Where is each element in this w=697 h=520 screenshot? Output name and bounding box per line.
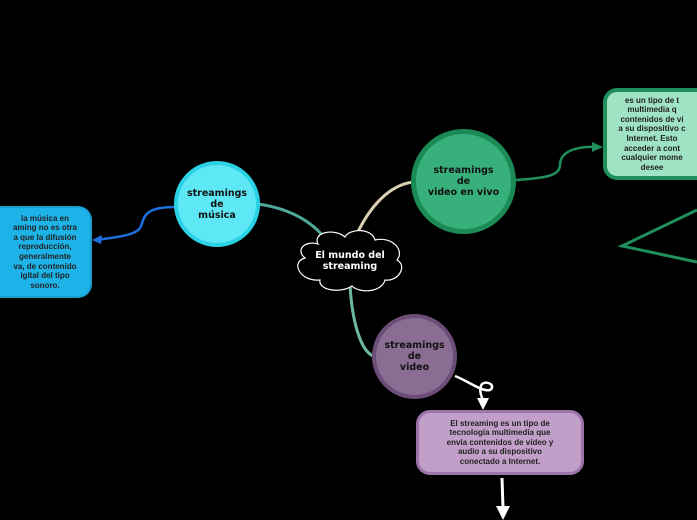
central-label-line: El mundo del bbox=[315, 250, 385, 261]
connector-video-note-down bbox=[500, 477, 505, 509]
note-line: desee bbox=[640, 162, 664, 172]
note-line: reproducción, bbox=[18, 242, 72, 252]
topic-label-line: streamings bbox=[433, 165, 494, 176]
connector-musica-note bbox=[95, 205, 176, 242]
note-line: a su dispositivo c bbox=[618, 124, 686, 134]
triangle-shape bbox=[617, 208, 697, 264]
central-label-line: streaming bbox=[322, 261, 378, 272]
note-line: multimedia q bbox=[627, 105, 677, 115]
note-line: El streaming es un tipo de bbox=[450, 418, 550, 428]
note-line: es un tipo de t bbox=[624, 95, 680, 105]
topic-streamings-video[interactable]: streamings de video bbox=[372, 314, 457, 399]
topic-label-line: video bbox=[399, 362, 430, 373]
topic-label-line: de bbox=[456, 176, 471, 187]
topic-label-line: video en vivo bbox=[427, 187, 500, 198]
note-line: acceder a cont bbox=[623, 143, 681, 153]
central-cloud-shape bbox=[297, 230, 403, 292]
arrowhead-down bbox=[496, 506, 510, 520]
note-line: conectado a Internet. bbox=[459, 456, 541, 466]
note-line: Internet. Esto bbox=[626, 134, 678, 143]
note-line: generalmente bbox=[18, 252, 72, 261]
note-line: cualquier mome bbox=[621, 153, 683, 163]
note-line: igital del tipo bbox=[20, 271, 70, 281]
arrowhead-musica bbox=[92, 235, 102, 244]
note-line: sonoro. bbox=[30, 280, 60, 290]
topic-streamings-musica[interactable]: streamings de música bbox=[174, 161, 260, 247]
arrowhead-vivo bbox=[592, 142, 603, 152]
connector-vivo-note bbox=[515, 145, 597, 182]
note-line: tecnología multimedia que bbox=[449, 428, 551, 438]
topic-label-line: de bbox=[407, 351, 422, 362]
note-line: va, de contenido bbox=[13, 261, 77, 271]
note-video-en-vivo[interactable]: es un tipo de t multimedia q contenidos … bbox=[603, 88, 697, 180]
topic-label-line: música bbox=[198, 209, 236, 221]
topic-streamings-video-en-vivo[interactable]: streamings de video en vivo bbox=[411, 129, 516, 234]
note-line: la música en bbox=[20, 213, 70, 223]
note-line: aming no es otra bbox=[12, 223, 77, 233]
central-topic[interactable]: El mundo del streaming bbox=[300, 250, 400, 272]
note-line: contenidos de vi bbox=[620, 114, 684, 124]
topic-label-line: streamings bbox=[186, 187, 248, 199]
note-line: a que la difusión bbox=[13, 232, 77, 242]
arrowhead-video bbox=[477, 398, 489, 410]
note-musica[interactable]: la música en aming no es otra a que la d… bbox=[0, 206, 92, 298]
connector-center-vivo bbox=[353, 180, 414, 239]
connector-center-video bbox=[348, 284, 374, 358]
note-video[interactable]: El streaming es un tipo de tecnología mu… bbox=[416, 410, 584, 475]
note-line: audio a su dispositivo bbox=[457, 447, 542, 457]
note-line: envía contenidos de vídeo y bbox=[446, 437, 554, 447]
topic-label-line: streamings bbox=[384, 340, 445, 351]
connector-video-note bbox=[454, 374, 494, 403]
topic-label-line: de bbox=[210, 198, 224, 210]
